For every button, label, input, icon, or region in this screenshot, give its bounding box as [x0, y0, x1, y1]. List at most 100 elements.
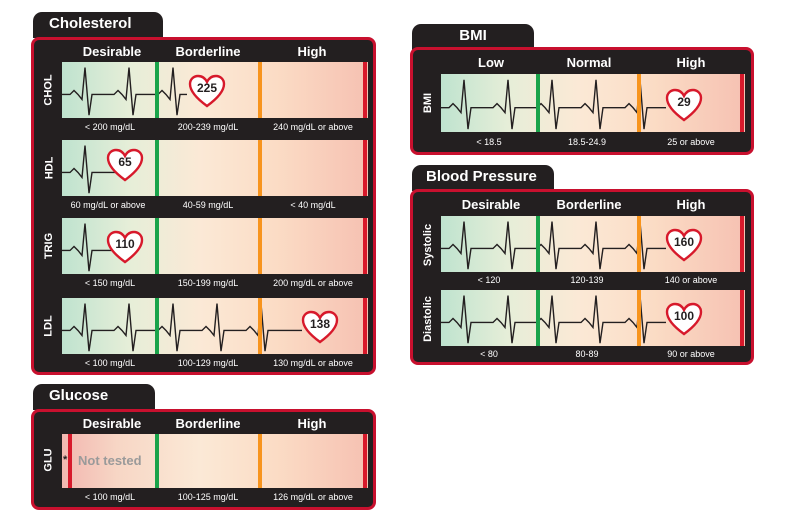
- glucose-header-borderline: Borderline: [175, 416, 241, 431]
- bmi-value: 29: [677, 95, 691, 109]
- systolic-range-high: 140 or above: [664, 275, 718, 285]
- glu-label: GLU: [43, 448, 56, 472]
- ldl-label: LDL: [43, 315, 56, 337]
- diastolic-range-borderline: 80-89: [575, 349, 599, 359]
- diastolic-ekg-line: [441, 295, 666, 344]
- ldl-range-borderline: 100-129 mg/dL: [177, 358, 239, 368]
- systolic-range-borderline: 120-139: [570, 275, 604, 285]
- bmi-obese-marker: [740, 74, 744, 132]
- chol-ekg-line: [62, 67, 187, 116]
- bmi-strip: 29: [441, 74, 745, 132]
- trig-range-borderline: 150-199 mg/dL: [177, 278, 239, 288]
- cholesterol-panel: Desirable Borderline High CHOL 225 < 200…: [31, 37, 376, 375]
- hdl-range-desirable: 60 mg/dL or above: [70, 200, 146, 210]
- glu-desirable-marker: [155, 434, 159, 488]
- diastolic-label: Diastolic: [422, 296, 435, 342]
- hdl-high-marker: [363, 140, 367, 196]
- chol-heart-icon: 225: [188, 74, 226, 108]
- diastolic-heart-icon: 100: [665, 302, 703, 336]
- bmi-normal-marker: [536, 74, 540, 132]
- diastolic-desirable-marker: [536, 290, 540, 346]
- glucose-header-high: High: [297, 416, 327, 431]
- systolic-ekg-line: [441, 221, 666, 270]
- chol-range-desirable: < 200 mg/dL: [84, 122, 136, 132]
- systolic-desirable-marker: [536, 216, 540, 272]
- bmi-header-normal: Normal: [566, 55, 612, 70]
- bmi-high-marker: [637, 74, 641, 132]
- chol-value: 225: [196, 81, 218, 95]
- glu-status: Not tested: [78, 453, 142, 468]
- hdl-label: HDL: [43, 156, 56, 180]
- glu-low-marker: [68, 434, 72, 488]
- glu-range-high: 126 mg/dL or above: [273, 492, 353, 502]
- bp-header-borderline: Borderline: [556, 197, 622, 212]
- diastolic-strip: 100: [441, 290, 745, 346]
- chol-range-borderline: 200-239 mg/dL: [177, 122, 239, 132]
- systolic-label: Systolic: [422, 223, 434, 267]
- hdl-value: 65: [118, 155, 132, 169]
- diastolic-value: 100: [673, 309, 695, 323]
- hdl-heart-icon: 65: [106, 148, 144, 182]
- glu-asterisk: *: [63, 454, 68, 466]
- systolic-heart-icon: 160: [665, 228, 703, 262]
- diastolic-borderline-marker: [637, 290, 641, 346]
- hdl-ekg-line: [62, 145, 117, 194]
- glu-borderline-marker: [258, 434, 262, 488]
- chol-range-high: 240 mg/dL or above: [273, 122, 353, 132]
- chol-borderline-marker: [258, 62, 262, 118]
- bmi-title: BMI: [459, 27, 487, 44]
- bp-header-desirable: Desirable: [461, 197, 521, 212]
- glucose-header-desirable: Desirable: [82, 416, 142, 431]
- cholesterol-header-borderline: Borderline: [175, 44, 241, 59]
- trig-value: 110: [115, 237, 135, 251]
- ldl-strip: 138: [62, 298, 368, 354]
- trig-strip: 110: [62, 218, 368, 274]
- bmi-row-label: BMI: [422, 92, 435, 114]
- bmi-tab: BMI: [412, 24, 534, 50]
- bmi-header-high: High: [676, 55, 706, 70]
- bmi-range-low: < 18.5: [476, 137, 502, 147]
- ldl-borderline-marker: [258, 298, 262, 354]
- hdl-strip: 65: [62, 140, 368, 196]
- chol-desirable-marker: [155, 62, 159, 118]
- systolic-borderline-marker: [637, 216, 641, 272]
- cholesterol-title: Cholesterol: [49, 15, 132, 32]
- bp-header-high: High: [676, 197, 706, 212]
- ldl-value: 138: [309, 317, 331, 331]
- cholesterol-header-high: High: [297, 44, 327, 59]
- ldl-range-high: 130 mg/dL or above: [273, 358, 353, 368]
- bmi-range-normal: 18.5-24.9: [567, 137, 607, 147]
- blood-pressure-panel: Desirable Borderline High Systolic 160 <…: [410, 189, 754, 365]
- glucose-panel: Desirable Borderline High GLU * Not test…: [31, 409, 376, 510]
- glu-range-desirable: < 100 mg/dL: [84, 492, 136, 502]
- diastolic-range-desirable: < 80: [480, 349, 498, 359]
- bmi-header-low: Low: [478, 55, 504, 70]
- hdl-range-high: < 40 mg/dL: [290, 200, 336, 210]
- diastolic-high-marker: [740, 290, 744, 346]
- trig-range-high: 200 mg/dL or above: [273, 278, 353, 288]
- diastolic-range-high: 90 or above: [667, 349, 715, 359]
- blood-pressure-title: Blood Pressure: [426, 168, 537, 185]
- ldl-desirable-marker: [155, 298, 159, 354]
- trig-heart-icon: 110: [106, 230, 144, 264]
- trig-high-marker: [363, 218, 367, 274]
- glu-strip: * Not tested: [62, 434, 368, 488]
- trig-borderline-marker: [258, 218, 262, 274]
- glu-high-marker: [363, 434, 367, 488]
- systolic-range-desirable: < 120: [477, 275, 501, 285]
- trig-desirable-marker: [155, 218, 159, 274]
- trig-label: TRIG: [43, 232, 55, 260]
- systolic-strip: 160: [441, 216, 745, 272]
- chol-high-marker: [363, 62, 367, 118]
- glucose-tab: Glucose: [33, 384, 155, 410]
- hdl-desirable-marker: [155, 140, 159, 196]
- bmi-range-high: 25 or above: [667, 137, 715, 147]
- trig-ekg-line: [62, 223, 117, 272]
- chol-strip: 225: [62, 62, 368, 118]
- ldl-range-desirable: < 100 mg/dL: [84, 358, 136, 368]
- trig-range-desirable: < 150 mg/dL: [84, 278, 136, 288]
- glucose-title: Glucose: [49, 387, 109, 404]
- bmi-heart-icon: 29: [665, 88, 703, 122]
- systolic-value: 160: [673, 235, 695, 249]
- ldl-heart-icon: 138: [301, 310, 339, 344]
